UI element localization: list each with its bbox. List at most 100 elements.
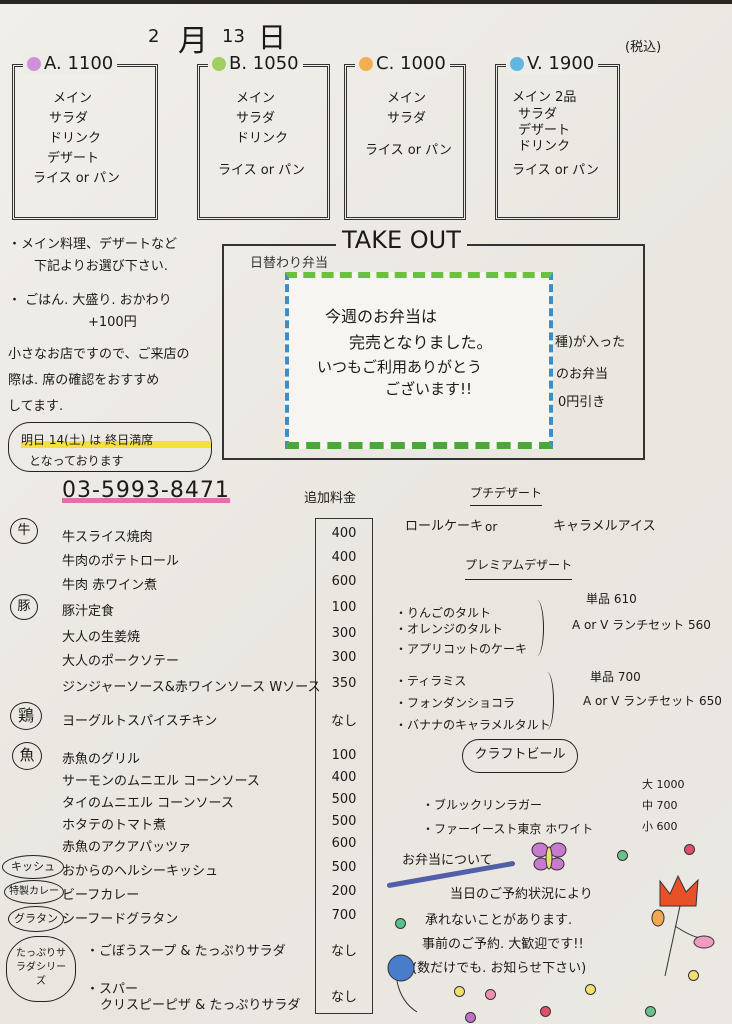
menu-item-name: 牛スライス焼肉	[62, 530, 153, 545]
menu-item-surcharge: なし	[330, 714, 357, 729]
menu-item-surcharge: 100	[331, 600, 357, 615]
menu-item-surcharge: 300	[331, 626, 357, 641]
menu-item-name: ・ごぼうスープ & たっぷりサラダ	[86, 944, 286, 959]
butterfly-icon	[531, 842, 567, 871]
menu-item-surcharge: 400	[331, 550, 357, 565]
petit-dessert-title: プチデザート	[470, 484, 543, 506]
bento-note-title: お弁当について	[402, 853, 493, 868]
set-a-label-wrap: A. 1100	[23, 53, 118, 74]
menu-item-surcharge: 700	[331, 908, 357, 923]
set-c-label-wrap: C. 1000	[355, 53, 450, 74]
set-item: ドリンク	[518, 139, 571, 154]
dot-icon	[540, 1006, 551, 1017]
note-line: +100円	[88, 315, 137, 330]
takeout-hidden-text: 日替わり弁当	[250, 256, 329, 271]
menu-item-surcharge: 600	[331, 836, 357, 851]
menu-item-name: 大人の生姜焼	[62, 630, 141, 645]
day-kanji: 日	[258, 21, 287, 54]
sold-out-notice: 今週のお弁当は 完売となりました。 いつもご利用ありがとう ございます!!	[285, 272, 553, 449]
category-chicken: 鶏	[10, 702, 42, 730]
menu-item-name: ジンジャーソース&赤ワインソース Wソース	[62, 680, 321, 695]
takeout-hidden-text: 0円引き	[558, 395, 606, 410]
category-pork: 豚	[10, 594, 38, 620]
bracket	[540, 672, 554, 730]
set-item: ドリンク	[236, 131, 289, 146]
set-b-label-wrap: B. 1050	[208, 53, 303, 74]
dessert-set-price: A or V ランチセット 650	[583, 694, 722, 708]
bento-note-line: 事前のご予約. 大歓迎です!!	[422, 937, 584, 952]
dessert-item: ・バナナのキャラメルタルト	[395, 718, 551, 732]
set-item: メイン 2品	[512, 90, 577, 105]
dot-icon	[454, 986, 465, 997]
color-splash-icon	[27, 57, 41, 71]
menu-item-surcharge: 500	[331, 792, 357, 807]
takeout-hidden-text: のお弁当	[556, 367, 609, 382]
menu-item-name: ・スパー	[86, 982, 139, 997]
dot-icon	[465, 1012, 476, 1023]
menu-item-surcharge: 600	[331, 574, 357, 589]
category-gratin: グラタン	[8, 906, 64, 932]
set-v-label-wrap: V. 1900	[506, 53, 599, 74]
menu-item-name: クリスピーピザ & たっぷりサラダ	[100, 998, 301, 1013]
set-item: ライス or パン	[33, 171, 120, 186]
beer-size-price: 大 1000	[642, 778, 685, 791]
dessert-item: ・フォンダンショコラ	[395, 696, 516, 710]
beer-item: ・ファーイースト東京 ホワイト	[422, 822, 594, 836]
note-line: 際は. 席の確認をおすすめ	[8, 373, 160, 388]
set-item: メイン	[53, 91, 93, 106]
dessert-item: ・オレンジのタルト	[395, 622, 504, 636]
set-item: サラダ	[49, 111, 89, 126]
menu-paper: 2 月 13 日 (税込) A. 1100 メイン サラダ ドリンク デザート …	[0, 4, 732, 1024]
category-quiche: キッシュ	[2, 855, 64, 879]
menu-item-name: 豚汁定食	[62, 604, 115, 619]
sold-out-line: 今週のお弁当は	[325, 307, 438, 326]
menu-item-surcharge: なし	[330, 990, 357, 1005]
menu-item-surcharge: 400	[331, 526, 357, 541]
set-item: サラダ	[387, 111, 427, 126]
beer-item: ・ブルックリンラガー	[422, 798, 543, 812]
category-salad-series: たっぷりサラダシリーズ	[6, 936, 76, 1002]
menu-item-name: ビーフカレー	[62, 888, 140, 903]
menu-item-name: 牛肉のポテトロール	[62, 554, 180, 569]
bento-note-line: (数だけでも. お知らせ下さい)	[412, 961, 587, 976]
beer-size-price: 小 600	[642, 820, 678, 833]
menu-item-name: タイのムニエル コーンソース	[62, 796, 234, 811]
phone-number[interactable]: 03-5993-8471	[62, 478, 230, 503]
set-c: C. 1000 メイン サラダ ライス or パン	[344, 53, 466, 220]
color-splash-icon	[212, 57, 226, 71]
closed-notice: 明日 14(土) は 終日満席 となっております	[8, 422, 212, 472]
dessert-item: ・アプリコットのケーキ	[395, 642, 528, 656]
color-splash-icon	[359, 57, 373, 71]
takeout-title: TAKE OUT	[336, 226, 467, 254]
date-month: 2	[148, 26, 160, 47]
category-beef: 牛	[10, 518, 38, 544]
set-item: メイン	[387, 91, 427, 106]
dessert-single-price: 単品 610	[586, 592, 637, 606]
sold-out-line: 完売となりました。	[349, 333, 493, 352]
set-item: デザート	[47, 151, 100, 166]
menu-item-surcharge: 100	[331, 748, 357, 763]
closed-notice-line: となっております	[29, 454, 124, 468]
dot-icon	[684, 844, 695, 855]
month-kanji: 月	[178, 24, 208, 59]
takeout-hidden-text: 種)が入った	[555, 335, 626, 350]
note-line: ・メイン料理、デザートなど	[8, 237, 178, 252]
blue-flower-icon	[387, 954, 418, 1013]
set-a: A. 1100 メイン サラダ ドリンク デザート ライス or パン	[12, 53, 158, 220]
set-item: ライス or パン	[365, 143, 452, 158]
dessert-single-price: 単品 700	[590, 670, 641, 684]
dessert-item: ・ティラミス	[395, 674, 467, 688]
tax-note: (税込)	[625, 40, 662, 55]
set-c-label: C. 1000	[376, 53, 446, 74]
set-v-label: V. 1900	[527, 53, 595, 74]
note-line: 小さなお店ですので、ご来店の	[8, 347, 190, 362]
set-item: デザート	[518, 123, 571, 138]
menu-item-surcharge: 350	[331, 676, 357, 691]
note-line: ・ ごはん. 大盛り. おかわり	[8, 293, 172, 308]
set-a-label: A. 1100	[44, 53, 114, 74]
surcharge-header: 追加料金	[304, 491, 357, 506]
dessert-item: ・りんごのタルト	[395, 606, 492, 620]
menu-item-name: 大人のポークソテー	[62, 654, 180, 669]
set-item: ライス or パン	[218, 163, 305, 178]
menu-item-name: シーフードグラタン	[62, 912, 179, 927]
